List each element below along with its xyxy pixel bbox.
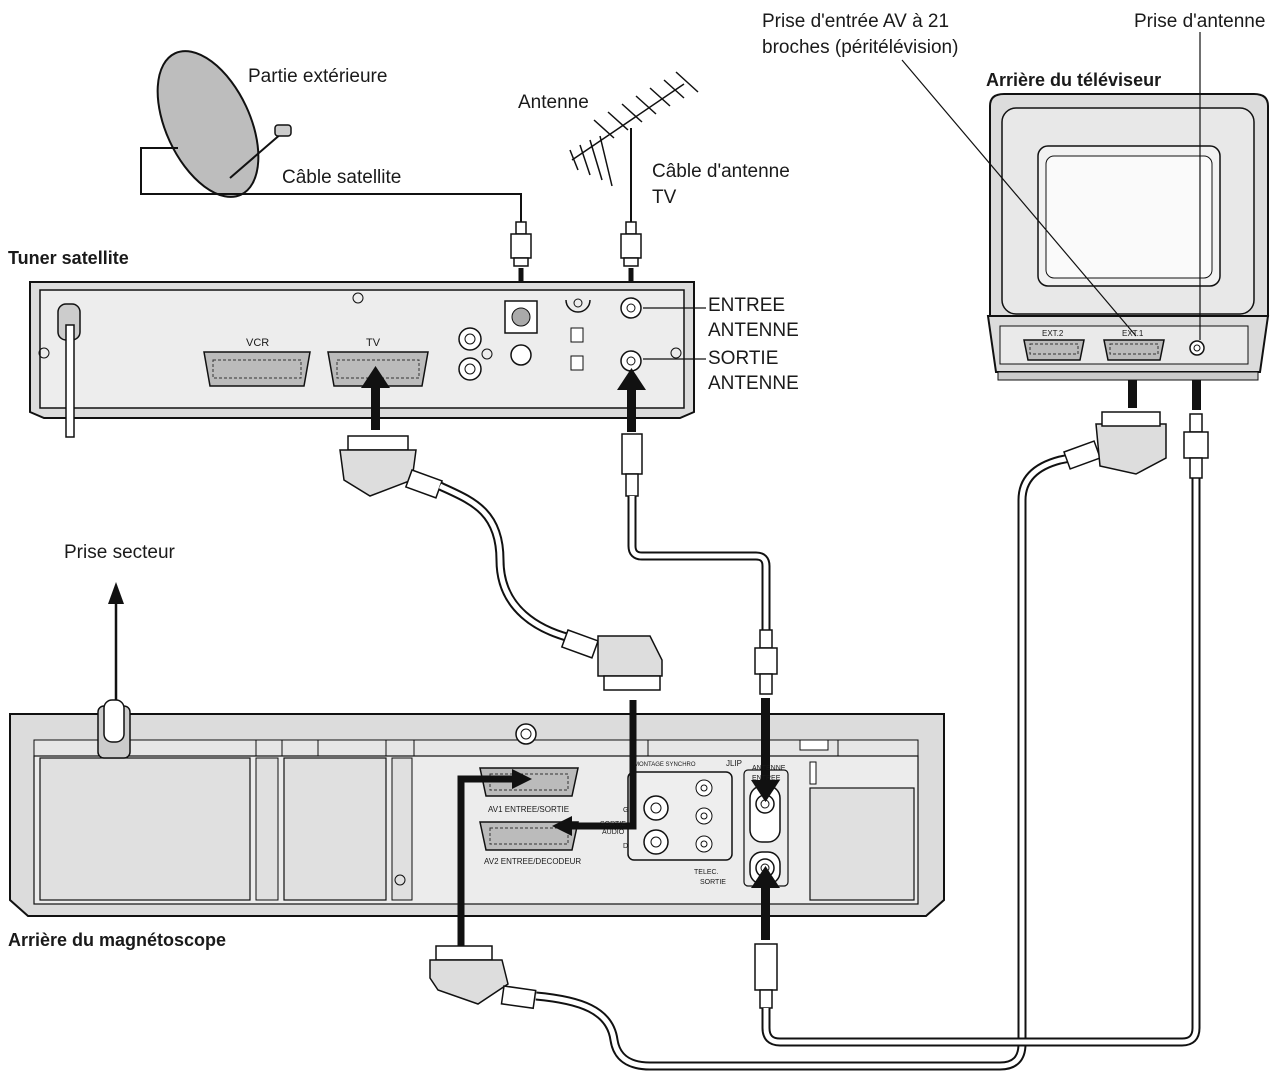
label-sortie-antenne-1: SORTIE <box>708 348 778 369</box>
satellite-tuner <box>29 281 695 438</box>
tuner-vcr-label: VCR <box>246 337 269 349</box>
label-prise-secteur: Prise secteur <box>64 542 176 563</box>
label-entree-antenne-1: ENTREE <box>708 295 785 316</box>
vcr-jlip-label: JLIP <box>726 759 742 768</box>
antenna-plug-vcr-top <box>754 629 778 695</box>
label-cable-antenne-tv-1: Câble d'antenne <box>652 161 790 182</box>
television <box>986 93 1270 381</box>
vcr-sortie-audio-2: AUDIO <box>602 829 625 836</box>
satellite-dish <box>140 50 522 222</box>
vcr-antenne-label: ANTENNE <box>752 765 786 772</box>
vcr-telec-label: TELEC. <box>694 869 719 876</box>
label-tuner-satellite: Tuner satellite <box>8 248 129 268</box>
label-entree-antenne-2: ANTENNE <box>708 320 799 341</box>
tv-ext2-label: EXT.2 <box>1042 329 1064 338</box>
antenna-plug-tv <box>1183 413 1209 479</box>
scart-plug-vcr-top <box>560 629 663 691</box>
label-prise-av-1: Prise d'entrée AV à 21 <box>762 11 949 32</box>
vcr <box>9 699 945 917</box>
scart-plug-tv <box>1063 411 1167 475</box>
vcr-antenna-arrows <box>751 698 780 940</box>
scart-plug-tuner <box>339 435 444 499</box>
scart-plug-vcr-bottom <box>429 945 537 1010</box>
tv-antenna <box>569 71 699 225</box>
up-arrows-tuner <box>361 366 646 432</box>
power-arrow <box>108 582 124 700</box>
antenna-plug-vcr-bottom <box>754 943 778 1009</box>
label-cable-antenne-tv-2: TV <box>652 187 677 208</box>
label-antenne: Antenne <box>518 92 589 113</box>
label-arriere-magnetoscope: Arrière du magnétoscope <box>8 930 226 950</box>
label-arriere-televiseur: Arrière du téléviseur <box>986 70 1161 90</box>
vcr-audio-g-label: G <box>623 807 628 814</box>
label-prise-antenne: Prise d'antenne <box>1134 11 1265 32</box>
vcr-sortie-label: SORTIE <box>700 879 726 886</box>
label-sortie-antenne-2: ANTENNE <box>708 373 799 394</box>
tuner-tv-label: TV <box>366 337 381 349</box>
label-prise-av-2: broches (péritélévision) <box>762 37 958 58</box>
label-cable-satellite: Câble satellite <box>282 167 401 188</box>
vcr-av2-label: AV2 ENTREE/DECODEUR <box>484 857 581 866</box>
vcr-sortie-audio-1: SORTIE <box>600 821 626 828</box>
antenna-plug-tuner <box>621 433 643 497</box>
satellite-cable-plug <box>510 221 532 267</box>
label-partie-exterieure: Partie extérieure <box>248 66 387 87</box>
vcr-audio-d-label: D <box>623 843 628 850</box>
antenna-cable-plug <box>620 221 642 267</box>
vcr-scart-arrows <box>457 700 637 946</box>
vcr-entree-label: ENTREE <box>752 775 781 782</box>
vcr-montage-label: MONTAGE SYNCHRO <box>634 762 696 768</box>
tv-ext1-label: EXT.1 <box>1122 329 1144 338</box>
vcr-av1-label: AV1 ENTREE/SORTIE <box>488 805 569 814</box>
